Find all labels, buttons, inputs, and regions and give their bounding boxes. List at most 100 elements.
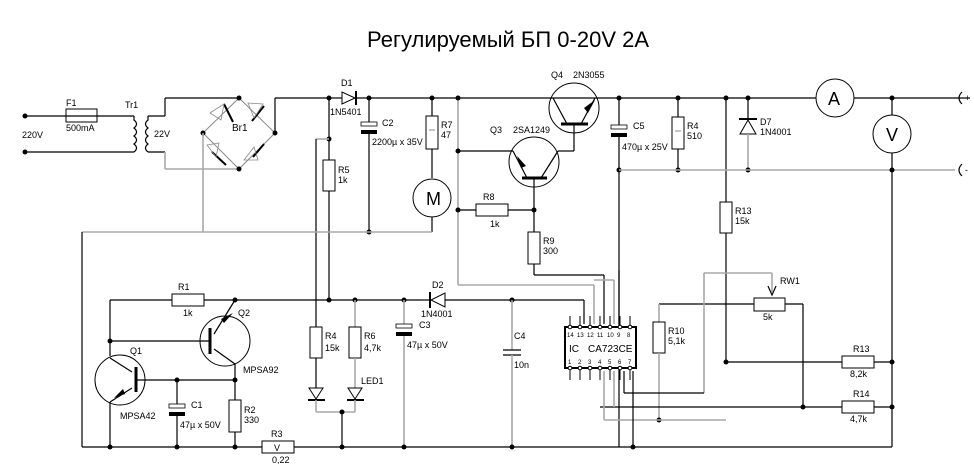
- svg-text:V: V: [274, 443, 280, 453]
- svg-text:V: V: [886, 125, 898, 145]
- resistor-R4-led: R4 15k: [308, 297, 340, 412]
- ic-pin-label: 7: [628, 360, 632, 366]
- svg-text:5,1k: 5,1k: [668, 336, 686, 346]
- svg-text:Q1: Q1: [130, 346, 142, 356]
- svg-text:R4: R4: [687, 121, 699, 131]
- transistor-Q2: Q2 MPSA92: [110, 299, 279, 400]
- ic-pin-label: 9: [617, 333, 621, 339]
- svg-text:22V: 22V: [154, 129, 170, 139]
- svg-text:C2: C2: [382, 118, 394, 128]
- svg-text:1N4001: 1N4001: [760, 127, 792, 137]
- svg-text:R3: R3: [271, 429, 283, 439]
- svg-text:500mA: 500mA: [66, 123, 95, 133]
- resistor-R10: R10 5,1k: [652, 303, 754, 423]
- svg-text:D7: D7: [760, 117, 772, 127]
- svg-text:MPSA92: MPSA92: [243, 365, 279, 375]
- output-terminals: + -: [958, 91, 970, 177]
- ic-pin-label: 11: [597, 333, 604, 339]
- svg-text:1k: 1k: [183, 308, 193, 318]
- svg-text:1N5401: 1N5401: [330, 107, 362, 117]
- svg-text:R5: R5: [338, 165, 350, 175]
- resistor-R6: R6 4,7k: [348, 297, 382, 388]
- diode-D2: D2 1N4001: [420, 280, 584, 319]
- resistor-R14: R14 4,7k: [600, 389, 895, 424]
- svg-text:C5: C5: [633, 121, 645, 131]
- svg-text:F1: F1: [66, 98, 77, 108]
- mains-input: 220V: [22, 113, 134, 155]
- bridge-Br1: Br1: [200, 95, 329, 232]
- potentiometer-RW1: RW1 5k: [703, 272, 806, 410]
- ammeter: A: [815, 78, 855, 118]
- svg-text:47µ x 50V: 47µ x 50V: [407, 340, 448, 350]
- svg-text:C3: C3: [419, 320, 431, 330]
- resistor-R4-output: R4 510: [671, 95, 702, 173]
- svg-text:1N4001: 1N4001: [421, 309, 453, 319]
- svg-text:C4: C4: [514, 331, 526, 341]
- ic-pin-label: 12: [587, 333, 594, 339]
- ic-pin-pad: [567, 324, 573, 330]
- ic-pin-label: 6: [618, 360, 622, 366]
- ic-pin-pad: [607, 324, 613, 330]
- schematic-title: Регулируемый БП 0-20V 2A: [367, 27, 649, 52]
- voltmeter: V: [872, 95, 912, 447]
- ic-pin-pad: [627, 324, 633, 330]
- svg-text:R4: R4: [325, 331, 337, 341]
- ic-pin-pad: [587, 365, 593, 371]
- ic-pin-pad: [587, 324, 593, 330]
- svg-text:220V: 220V: [22, 130, 43, 140]
- svg-text:R8: R8: [483, 192, 495, 202]
- svg-text:D2: D2: [432, 280, 444, 290]
- transistor-Q3: Q3 2SA1249: [458, 125, 574, 232]
- svg-text:+: +: [965, 93, 970, 103]
- svg-text:IC: IC: [569, 344, 579, 355]
- svg-text:A: A: [828, 89, 840, 109]
- svg-text:2N3055: 2N3055: [573, 70, 605, 80]
- svg-text:Q2: Q2: [238, 308, 250, 318]
- capacitor-C3: C3 47µ x 50V: [395, 297, 448, 450]
- ic-pin-pad: [577, 324, 583, 330]
- ic-pin-label: 4: [598, 360, 602, 366]
- svg-text:Q3: Q3: [490, 125, 502, 135]
- ic-pin-label: 5: [608, 360, 612, 366]
- svg-text:-: -: [965, 165, 968, 175]
- fuse-F1: F1 500mA: [65, 98, 134, 133]
- ic-pin-label: 3: [588, 360, 592, 366]
- svg-text:4,7k: 4,7k: [850, 414, 868, 424]
- svg-text:Tr1: Tr1: [125, 100, 138, 110]
- svg-text:R1: R1: [178, 282, 190, 292]
- svg-text:R13: R13: [735, 206, 752, 216]
- svg-text:R2: R2: [244, 405, 256, 415]
- svg-text:5k: 5k: [763, 312, 773, 322]
- ic-pin-label: 2: [578, 360, 582, 366]
- svg-text:300: 300: [543, 246, 558, 256]
- resistor-R13-feedback: R13 15k: [719, 95, 752, 365]
- resistor-R13-divider: R13 8,2k: [726, 344, 895, 379]
- svg-text:10n: 10n: [514, 360, 529, 370]
- ic-pin-pad: [617, 365, 623, 371]
- ic-pin-pad: [607, 365, 613, 371]
- capacitor-C4: C4 10n: [503, 297, 529, 450]
- svg-text:1k: 1k: [490, 219, 500, 229]
- svg-text:2200µ x 35V: 2200µ x 35V: [372, 137, 423, 147]
- ic-pin-label: 13: [577, 333, 584, 339]
- svg-text:47µ x 50V: 47µ x 50V: [180, 420, 221, 430]
- svg-text:1k: 1k: [338, 175, 348, 185]
- svg-text:4,7k: 4,7k: [364, 343, 382, 353]
- transistor-Q1: Q1 MPSA42: [94, 346, 235, 450]
- svg-text:R14: R14: [853, 389, 870, 399]
- transformer-Tr1: Tr1 22V: [125, 97, 239, 170]
- svg-text:47: 47: [441, 130, 451, 140]
- ic-pin-pad: [597, 324, 603, 330]
- svg-text:8,2k: 8,2k: [850, 369, 868, 379]
- capacitor-C1: C1 47µ x 50V: [168, 377, 221, 450]
- svg-text:Q4: Q4: [551, 70, 563, 80]
- svg-text:Br1: Br1: [232, 123, 248, 134]
- diode-D7: D7 1N4001: [739, 95, 792, 173]
- svg-text:R10: R10: [668, 326, 685, 336]
- svg-text:510: 510: [687, 131, 702, 141]
- ic-pin-label: 8: [627, 333, 631, 339]
- resistor-R7: R7 47: [425, 95, 453, 178]
- svg-text:R6: R6: [364, 331, 376, 341]
- resistor-R2: R2 330: [228, 399, 259, 450]
